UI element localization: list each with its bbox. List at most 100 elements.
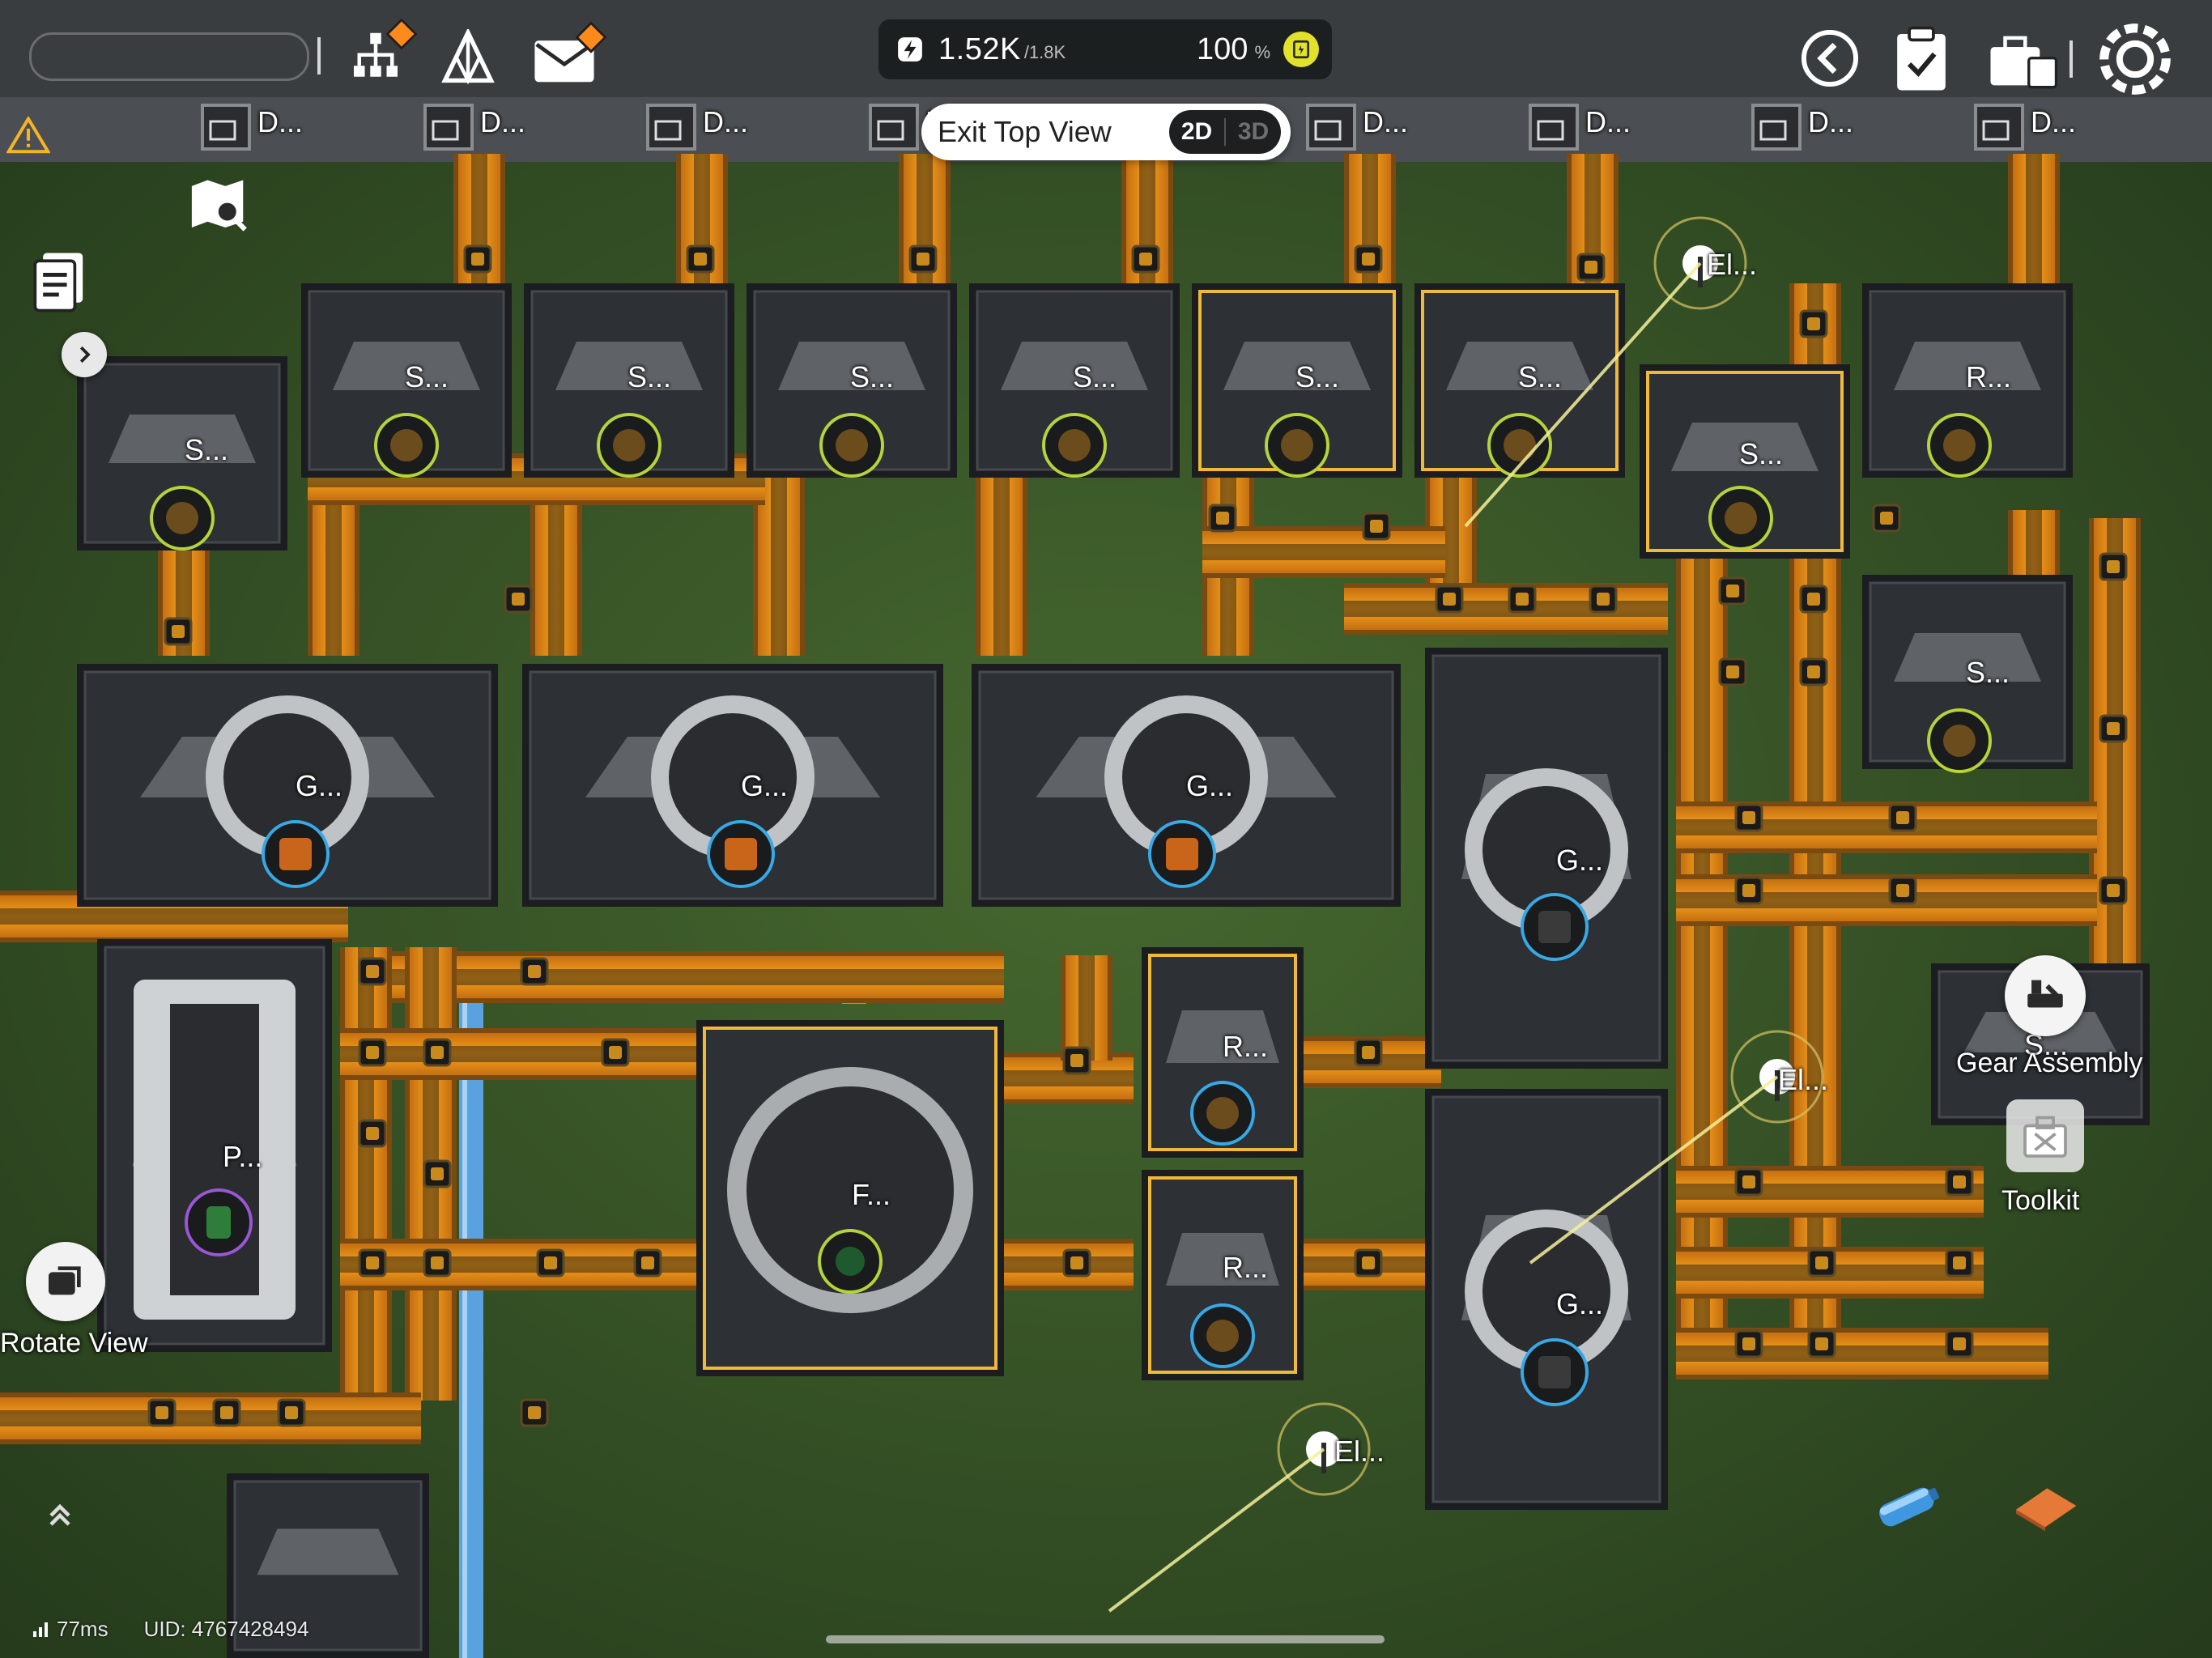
belt-item [1435, 585, 1464, 614]
belt-item [1799, 309, 1828, 338]
shredder-left[interactable] [77, 356, 287, 551]
crusher-bottom-left[interactable] [227, 1473, 429, 1658]
gearing-unit-1[interactable] [77, 664, 498, 907]
shredder-output-belt[interactable] [976, 453, 1027, 656]
belt-item [1807, 1248, 1836, 1278]
map-search-button[interactable] [188, 178, 251, 232]
gear-assembly-button[interactable] [2005, 955, 2086, 1036]
belt-item [1354, 1248, 1383, 1278]
shredder-top-3[interactable] [747, 283, 957, 478]
battery-item-icon [1879, 1487, 1940, 1527]
refining-unit-top[interactable] [1142, 947, 1304, 1158]
belt-item [1807, 1329, 1836, 1358]
uid-label: UID: 4767428494 [143, 1616, 309, 1641]
plate-item-icon [2016, 1488, 2077, 1532]
mission-icon [1897, 26, 1946, 91]
power-usage-value: 1.52K [938, 32, 1021, 66]
bottom-left-belt[interactable] [0, 1392, 421, 1444]
exit-top-view-button[interactable]: Exit Top View 2D 3D [921, 104, 1291, 160]
task-list-button[interactable] [32, 251, 87, 312]
belt-item [1799, 657, 1828, 687]
right-main-belt[interactable] [1676, 502, 1728, 1352]
mid-belt[interactable] [340, 1239, 696, 1290]
mission-button[interactable] [1893, 26, 1950, 92]
belt-item [1354, 244, 1383, 274]
depot-port-4[interactable] [869, 104, 919, 151]
shredder-top-1[interactable] [301, 283, 512, 478]
depot-port-7[interactable] [1751, 104, 1802, 151]
machines[interactable] [77, 216, 2150, 1658]
plate-quick-item[interactable] [2006, 1473, 2084, 1538]
collapse-up-button[interactable] [42, 1498, 78, 1533]
expand-icon [79, 346, 91, 363]
rotate-view-button[interactable] [26, 1242, 105, 1321]
left-column-belt[interactable] [340, 947, 392, 1401]
depot-port-1[interactable] [201, 104, 251, 151]
build-menu-button[interactable] [347, 18, 418, 86]
packaging-unit[interactable] [97, 939, 332, 1352]
shredder-top-4[interactable] [969, 283, 1180, 478]
right-main-belt[interactable] [1789, 502, 1841, 1352]
transfer-belt[interactable] [1202, 526, 1445, 578]
shredder-top-2[interactable] [524, 283, 734, 478]
depot-bus-ports[interactable] [201, 104, 2024, 151]
belt-item [2099, 552, 2128, 581]
view-mode-2d[interactable]: 2D [1180, 118, 1213, 145]
shredder-top-5[interactable] [1192, 283, 1402, 478]
mail-button[interactable] [533, 21, 607, 84]
map-search-icon [191, 180, 247, 232]
depot-port-8[interactable] [1974, 104, 2024, 151]
back-button[interactable] [1799, 28, 1861, 89]
shredder-top-6[interactable] [1414, 283, 1625, 478]
back-icon [1801, 29, 1859, 87]
depot-port-5[interactable] [1306, 104, 1356, 151]
belt-item [633, 1248, 662, 1278]
belt-item [358, 1119, 387, 1148]
task-list-icon [33, 253, 83, 312]
right-outer-belt[interactable] [2089, 518, 2141, 971]
gearing-unit-3[interactable] [972, 664, 1401, 907]
settings-button[interactable] [2094, 18, 2176, 100]
depot-port-2[interactable] [423, 104, 474, 151]
hud-top-left-bar[interactable] [29, 32, 309, 81]
belt-item [423, 1159, 452, 1188]
furnace-feed-belt[interactable] [1061, 955, 1112, 1061]
toolkit-button[interactable] [2006, 1099, 2084, 1172]
rotate-view-label: Rotate View [0, 1328, 148, 1358]
warning-indicator[interactable] [6, 117, 50, 154]
belt-item [1208, 504, 1237, 533]
view-mode-3d[interactable]: 3D [1224, 118, 1281, 146]
depot-port-3[interactable] [646, 104, 696, 151]
blueprint-button[interactable] [437, 29, 499, 86]
belt-item [1799, 585, 1828, 614]
gear-assembly-label: Gear Assembly [1956, 1048, 2143, 1078]
depot-port-6[interactable] [1529, 104, 1579, 151]
shredder-far-right-mid[interactable] [1862, 575, 2073, 773]
belt-item [520, 1398, 549, 1427]
expand-side-panel-button[interactable] [62, 332, 107, 377]
mid-belt[interactable] [340, 1028, 713, 1080]
belt-item [504, 585, 533, 614]
view-mode-toggle[interactable]: 2D 3D [1169, 110, 1281, 154]
depot-feed-belt[interactable] [2008, 154, 2060, 300]
rotate-view-icon [49, 1266, 81, 1295]
inventory-button[interactable] [1987, 32, 2060, 89]
right-cross-belt[interactable] [1676, 1166, 1984, 1218]
power-status-panel[interactable]: 1.52K /1.8K 100 % [878, 19, 1332, 79]
battery-quick-item[interactable] [1870, 1473, 1948, 1538]
belt-item [1734, 1167, 1763, 1197]
belt-item [423, 1248, 452, 1278]
refiner-far-right[interactable] [1862, 283, 2073, 478]
right-cross-belt[interactable] [1676, 1328, 2048, 1380]
refining-unit-bottom[interactable] [1142, 1170, 1304, 1380]
gearing-unit-2[interactable] [522, 664, 943, 907]
gearing-unit-tall-bottom[interactable] [1425, 1089, 1668, 1510]
furnace-unit[interactable] [696, 1020, 1004, 1376]
belt-item [1945, 1248, 1974, 1278]
shredder-right[interactable] [1640, 364, 1850, 559]
belt-item [1131, 244, 1160, 274]
build-menu-icon [354, 32, 398, 77]
gearing-unit-tall-top[interactable] [1425, 648, 1668, 1069]
transfer-belt[interactable] [1344, 583, 1668, 635]
